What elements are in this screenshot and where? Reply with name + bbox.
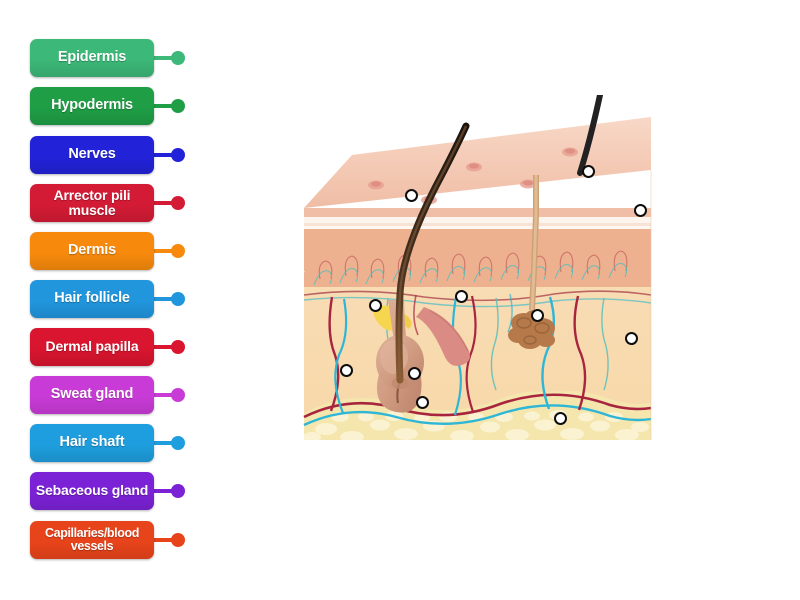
marker-epidermis-surface[interactable] <box>404 188 418 202</box>
label-connector-sebaceous <box>154 489 172 493</box>
label-connector-sweat <box>154 393 172 397</box>
arrector-pili-muscle <box>416 307 470 366</box>
label-knob-papilla[interactable] <box>171 340 185 354</box>
label-chip-sweat[interactable]: Sweat gland <box>30 376 154 414</box>
label-chip-papilla[interactable]: Dermal papilla <box>30 328 154 366</box>
label-row-shaft[interactable]: Hair shaft <box>30 421 185 465</box>
marker-hair-shaft[interactable] <box>581 164 595 178</box>
label-row-nerves[interactable]: Nerves <box>30 133 185 177</box>
label-row-epidermis[interactable]: Epidermis <box>30 36 185 80</box>
label-knob-sebaceous[interactable] <box>171 484 185 498</box>
label-row-sweat[interactable]: Sweat gland <box>30 373 185 417</box>
label-connector-papilla <box>154 345 172 349</box>
deep-vein <box>303 404 652 427</box>
marker-dermis-left[interactable] <box>339 363 353 377</box>
deep-artery <box>303 393 652 419</box>
label-chip-hypodermis[interactable]: Hypodermis <box>30 87 154 125</box>
marker-hair-follicle[interactable] <box>407 366 421 380</box>
label-knob-epidermis[interactable] <box>171 51 185 65</box>
marker-sebaceous-gland[interactable] <box>368 298 382 312</box>
label-chip-sebaceous[interactable]: Sebaceous gland <box>30 472 154 510</box>
marker-arrector-pili[interactable] <box>454 289 468 303</box>
epidermis-layer <box>304 208 651 230</box>
label-knob-follicle[interactable] <box>171 292 185 306</box>
label-knob-capillaries[interactable] <box>171 533 185 547</box>
marker-dermal-papilla[interactable] <box>415 395 429 409</box>
label-knob-dermis[interactable] <box>171 244 185 258</box>
label-chip-nerves[interactable]: Nerves <box>30 136 154 174</box>
label-row-follicle[interactable]: Hair follicle <box>30 277 185 321</box>
label-knob-arrector[interactable] <box>171 196 185 210</box>
marker-stratum-edge[interactable] <box>633 203 647 217</box>
skin-diagram-svg <box>303 95 652 440</box>
label-chip-arrector[interactable]: Arrector pili muscle <box>30 184 154 222</box>
label-row-dermis[interactable]: Dermis <box>30 229 185 273</box>
label-connector-follicle <box>154 297 172 301</box>
label-row-arrector[interactable]: Arrector pili muscle <box>30 181 185 225</box>
label-row-hypodermis[interactable]: Hypodermis <box>30 84 185 128</box>
label-connector-shaft <box>154 441 172 445</box>
label-knob-hypodermis[interactable] <box>171 99 185 113</box>
hair-follicle <box>373 122 470 413</box>
label-chip-shaft[interactable]: Hair shaft <box>30 424 154 462</box>
label-chip-epidermis[interactable]: Epidermis <box>30 39 154 77</box>
label-connector-capillaries <box>154 538 172 542</box>
skin-diagram <box>296 95 666 485</box>
label-row-papilla[interactable]: Dermal papilla <box>30 325 185 369</box>
label-knob-shaft[interactable] <box>171 436 185 450</box>
label-knob-nerves[interactable] <box>171 148 185 162</box>
label-connector-dermis <box>154 249 172 253</box>
label-connector-nerves <box>154 153 172 157</box>
marker-dermis-right[interactable] <box>624 331 638 345</box>
label-connector-arrector <box>154 201 172 205</box>
marker-sweat-duct-coil[interactable] <box>530 308 544 322</box>
label-row-capillaries[interactable]: Capillaries/blood vessels <box>30 518 185 562</box>
label-connector-epidermis <box>154 56 172 60</box>
label-knob-sweat[interactable] <box>171 388 185 402</box>
label-row-sebaceous[interactable]: Sebaceous gland <box>30 469 185 513</box>
skin-surface-top <box>304 117 651 208</box>
label-connector-hypodermis <box>154 104 172 108</box>
hair-shaft-right <box>577 95 603 176</box>
label-chip-capillaries[interactable]: Capillaries/blood vessels <box>30 521 154 559</box>
marker-hypodermis[interactable] <box>553 411 567 425</box>
label-chip-dermis[interactable]: Dermis <box>30 232 154 270</box>
label-chip-follicle[interactable]: Hair follicle <box>30 280 154 318</box>
